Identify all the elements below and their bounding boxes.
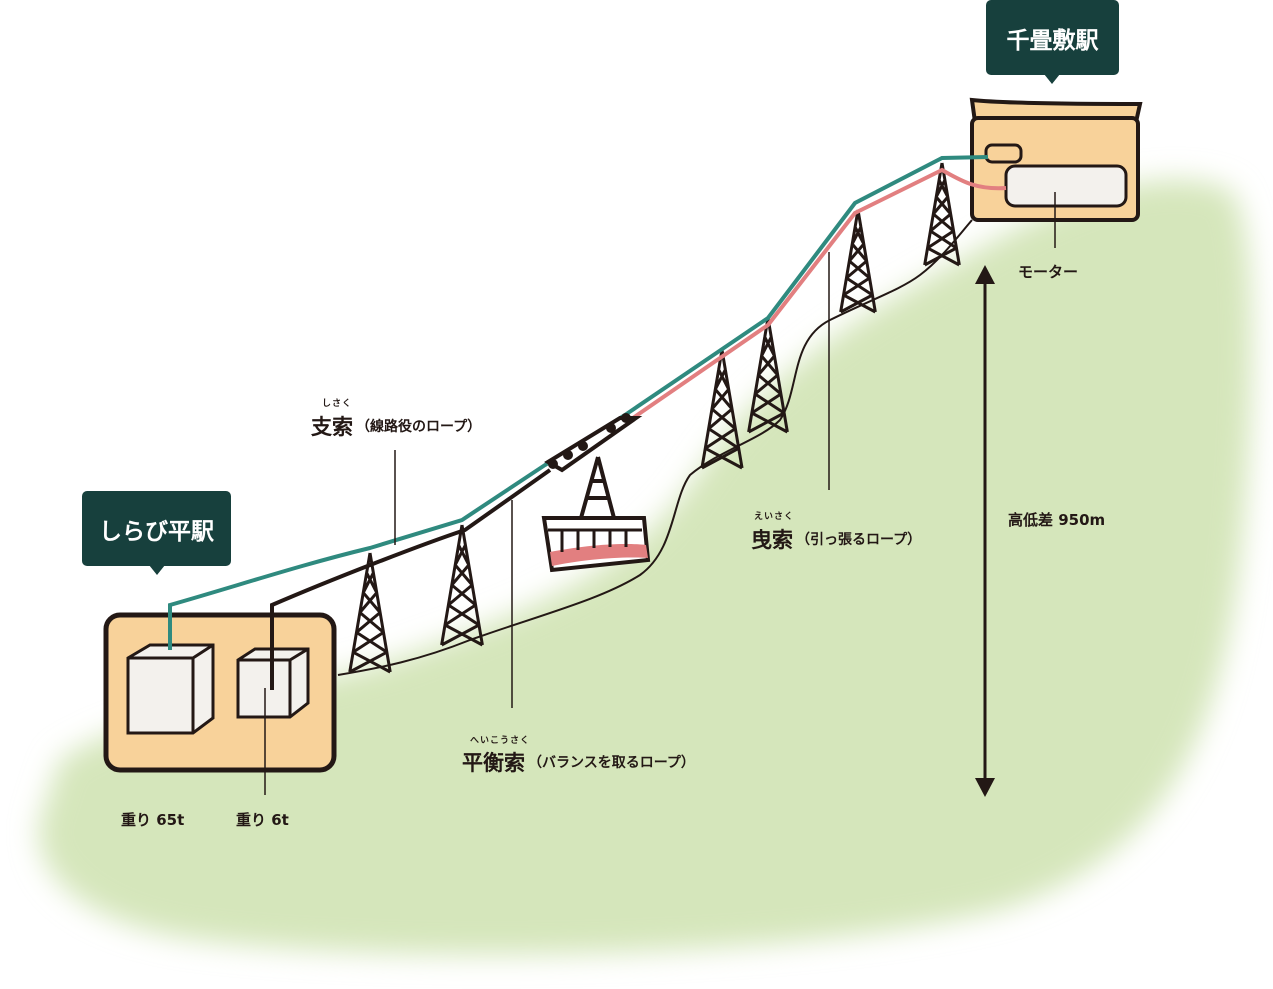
station-label-bottom: しらび平駅 (82, 491, 231, 575)
haul-rope-furigana: えいさく (754, 512, 795, 522)
top-station (969, 97, 1143, 222)
balance-rope-name: 平衡索 (462, 751, 525, 775)
motor-block (1004, 164, 1128, 208)
pylon (839, 209, 877, 314)
pylon (348, 552, 392, 674)
elevation-label: 高低差 950m (1008, 511, 1106, 529)
station-label-top: 千畳敷駅 (986, 0, 1119, 84)
haul-rope-name: 曳索 (751, 528, 793, 552)
weight-65t-block (126, 643, 215, 735)
balance-rope-desc: （バランスを取るロープ） (528, 755, 695, 771)
track-rope-furigana: しさく (322, 399, 353, 409)
gondola (541, 413, 651, 573)
elevation-arrow (975, 265, 995, 797)
weight-small-label: 重り 6t (236, 811, 289, 829)
balance-rope-furigana: へいこうさく (470, 736, 531, 746)
hillside (38, 179, 1252, 955)
ground-line (337, 219, 973, 676)
haul-rope (628, 167, 1007, 422)
pulley-small (984, 143, 1023, 164)
haul-rope-desc: （引っ張るロープ） (796, 532, 922, 548)
leader-lines (264, 192, 1056, 795)
motor-label: モーター (1018, 263, 1079, 281)
pylons (348, 162, 961, 674)
pylon (440, 524, 484, 647)
weight-large-label: 重り 65t (121, 811, 185, 829)
track-rope-desc: （線路役のロープ） (356, 419, 482, 435)
balance-rope (270, 468, 552, 690)
track-rope-name: 支索 (311, 415, 353, 439)
bottom-station (103, 612, 337, 773)
